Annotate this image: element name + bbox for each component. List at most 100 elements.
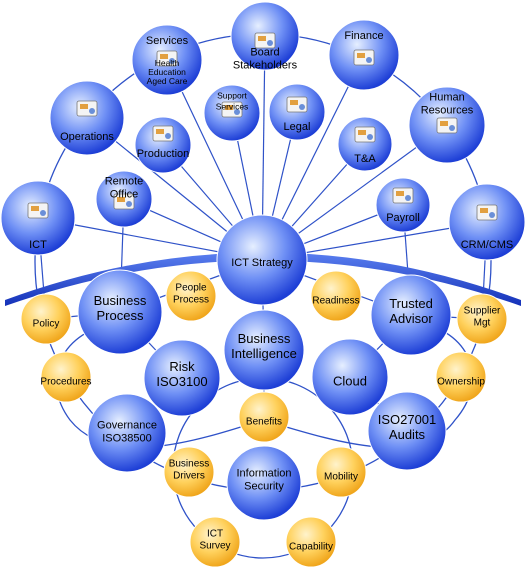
node-label: Support — [217, 91, 247, 101]
node-label: Advisor — [389, 311, 433, 326]
node-label: Stakeholders — [233, 59, 298, 71]
node-label: ISO27001 — [378, 412, 437, 427]
node-label: Process — [173, 295, 209, 306]
node-payroll[interactable]: Payroll — [375, 177, 431, 233]
node-circle — [143, 339, 221, 417]
node-circle — [448, 183, 526, 261]
node-circle — [315, 446, 367, 498]
node-circle — [375, 177, 431, 233]
documents-stack-icon — [436, 117, 458, 134]
node-sublabel: Health — [155, 58, 180, 68]
node-circle — [226, 445, 302, 521]
node-procedures[interactable]: Procedures — [40, 351, 92, 403]
node-mobility[interactable]: Mobility — [315, 446, 367, 498]
node-circle — [165, 270, 217, 322]
node-circle — [456, 293, 508, 345]
node-label: ICT — [207, 529, 223, 540]
node-circle — [435, 351, 487, 403]
node-policy[interactable]: Policy — [20, 293, 72, 345]
node-circle — [134, 116, 192, 174]
node-label: Readiness — [312, 296, 359, 307]
node-label: Payroll — [386, 212, 420, 224]
finance-calculator-icon — [353, 49, 375, 66]
node-label: ISO3100 — [156, 374, 207, 389]
node-operations[interactable]: Operations — [49, 80, 125, 156]
node-label: Human — [429, 91, 464, 103]
node-label: Procedures — [40, 377, 91, 388]
node-cloud[interactable]: Cloud — [311, 338, 389, 416]
files-icon — [476, 204, 498, 221]
node-circle — [337, 116, 393, 172]
node-finance[interactable]: Finance — [328, 19, 400, 91]
node-ict[interactable]: ICT — [0, 180, 76, 256]
node-label: Business — [94, 293, 147, 308]
node-label: Services — [146, 35, 189, 47]
node-crm-cms[interactable]: CRM/CMS — [448, 183, 526, 261]
node-label: Mgt — [474, 318, 491, 329]
node-circle — [77, 269, 163, 355]
horizon-arc — [5, 252, 521, 306]
node-label: Policy — [33, 319, 60, 330]
node-circle — [49, 80, 125, 156]
node-circle — [238, 391, 290, 443]
node-circle — [223, 309, 305, 391]
node-ict-strategy[interactable]: ICT Strategy — [216, 214, 308, 306]
node-label: Security — [244, 480, 284, 492]
node-label: Board — [250, 46, 279, 58]
node-label: ICT Strategy — [231, 257, 293, 269]
node-label: People — [175, 283, 207, 294]
remote-worker-icon — [113, 193, 135, 210]
node-label: Legal — [284, 121, 311, 133]
node-sublabel: Aged Care — [147, 76, 188, 86]
node-label: Trusted — [389, 296, 433, 311]
node-circle — [311, 338, 389, 416]
node-sublabel: Education — [148, 67, 186, 77]
node-label: Operations — [60, 131, 114, 143]
node-label: Drivers — [173, 471, 205, 482]
server-rack-icon — [27, 202, 49, 219]
node-label: Office — [110, 188, 139, 200]
node-circle — [370, 274, 452, 356]
node-capability[interactable]: Capability — [285, 516, 337, 568]
node-label: Intelligence — [231, 346, 297, 361]
node-legal[interactable]: Legal — [268, 83, 326, 141]
node-label: Services — [216, 102, 249, 112]
node-circle — [216, 214, 308, 306]
node-circle — [20, 293, 72, 345]
node-production[interactable]: Production — [134, 116, 192, 174]
node-readiness[interactable]: Readiness — [310, 270, 362, 322]
node-circle — [87, 393, 167, 473]
node-label: Business — [169, 459, 210, 470]
node-label: Mobility — [324, 472, 358, 483]
node-ta[interactable]: T&A — [337, 116, 393, 172]
node-benefits[interactable]: Benefits — [238, 391, 290, 443]
node-circle — [285, 516, 337, 568]
node-ownership[interactable]: Ownership — [435, 351, 487, 403]
node-label: Audits — [389, 427, 426, 442]
node-label: Remote — [105, 175, 144, 187]
node-circle — [189, 516, 241, 568]
node-label: ICT — [29, 239, 47, 251]
production-people-icon — [152, 125, 174, 142]
node-label: Production — [137, 148, 190, 160]
node-label: Risk — [169, 359, 195, 374]
payroll-stack-icon — [392, 187, 414, 204]
node-label: Survey — [199, 541, 230, 552]
